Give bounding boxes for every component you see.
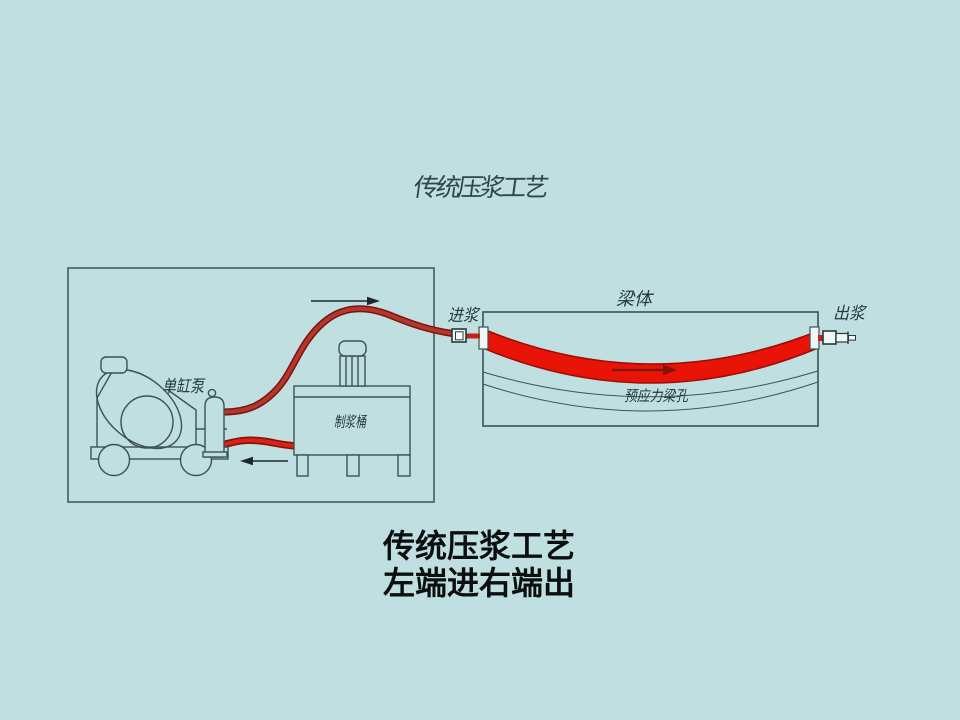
truck-wheel-left bbox=[97, 443, 131, 477]
mixer-drum-inner bbox=[120, 395, 174, 449]
caption: 传统压浆工艺 左端进右端出 bbox=[383, 528, 575, 602]
beam-body bbox=[478, 311, 820, 427]
duct-line-upper bbox=[482, 370, 819, 398]
pump-gauge bbox=[207, 388, 217, 398]
pump-label: 单缸泵 bbox=[162, 377, 206, 396]
grout-in-label: 进浆 bbox=[448, 306, 482, 325]
barrel-motor-fins bbox=[345, 356, 359, 386]
outlet-fitting bbox=[818, 330, 856, 345]
barrel-leg-left bbox=[296, 454, 309, 477]
barrel-leg-middle bbox=[346, 454, 360, 477]
equipment-box-outline bbox=[67, 267, 435, 503]
anchor-plate-left bbox=[478, 326, 489, 350]
duct-label: 预应力梁孔 bbox=[624, 388, 689, 405]
truck-chassis bbox=[90, 446, 229, 460]
caption-line-2: 左端进右端出 bbox=[383, 565, 576, 601]
grout-flow-arrow-icon bbox=[612, 364, 677, 376]
mixer-truck bbox=[90, 356, 229, 477]
beam-outline bbox=[482, 311, 819, 427]
caption-line-1: 传统压浆工艺 bbox=[383, 528, 576, 564]
pump-cylinder bbox=[204, 396, 225, 458]
inlet-fitting bbox=[451, 328, 480, 343]
mixing-barrel bbox=[293, 340, 411, 477]
flow-arrow-left-icon bbox=[240, 456, 288, 466]
drum-hopper-cap bbox=[100, 356, 128, 374]
barrel-leg-right bbox=[397, 454, 411, 477]
beam-label: 梁体 bbox=[616, 289, 655, 309]
barrel-motor-cap bbox=[338, 340, 367, 357]
barrel-label: 制浆桶 bbox=[334, 414, 367, 431]
duct-line-lower bbox=[482, 381, 819, 412]
flow-arrow-right-icon bbox=[311, 296, 380, 306]
grout-out-label: 出浆 bbox=[833, 304, 868, 323]
grout-pump bbox=[202, 388, 228, 458]
pump-base bbox=[202, 451, 228, 458]
mixer-drum bbox=[95, 368, 183, 450]
supply-hose bbox=[220, 305, 456, 416]
return-hose bbox=[222, 436, 302, 450]
grouted-duct-band bbox=[482, 327, 819, 384]
anchor-plate-right bbox=[809, 326, 820, 350]
